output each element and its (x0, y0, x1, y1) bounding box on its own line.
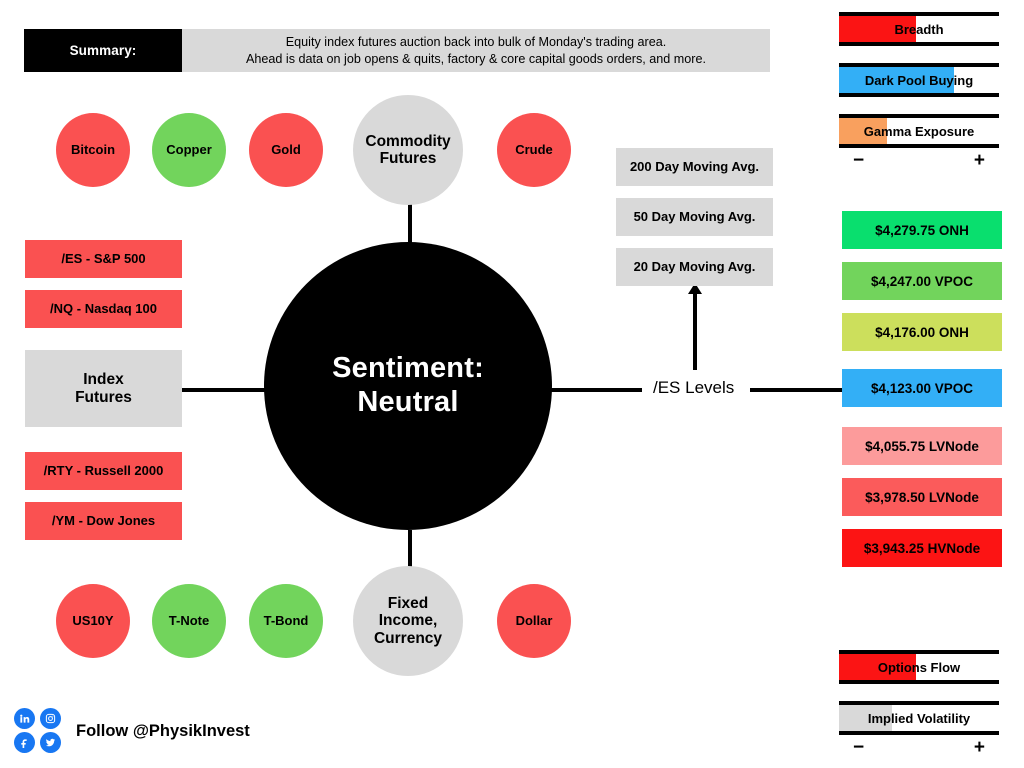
gauge-options-flow[interactable]: Options Flow (839, 650, 999, 684)
pill-ym-dowjones-label: /YM - Dow Jones (51, 512, 156, 528)
index-futures-line-1: Index (83, 370, 124, 388)
level-4123-00-vpoc-label: $4,123.00 VPOC (870, 380, 974, 396)
gauge-implied-volatility-label: Implied Volatility (867, 710, 971, 726)
gauge-scale-top-max: + (973, 150, 985, 171)
level-3978-50-lvnode-label: $3,978.50 LVNode (865, 489, 979, 505)
es-levels-label: /ES Levels (653, 378, 735, 397)
node-us10y: US10Y (56, 584, 130, 658)
twitter-icon[interactable] (40, 732, 61, 753)
level-3978-50-lvnode: $3,978.50 LVNode (842, 478, 1002, 516)
connector-es-levels-to-moving-averages (693, 290, 697, 370)
level-4123-00-vpoc: $4,123.00 VPOC (842, 369, 1002, 407)
level-3943-25-hvnode-label: $3,943.25 HVNode (863, 540, 981, 556)
connector-commodity-to-center (408, 196, 412, 266)
connector-index-futures-to-center (181, 388, 271, 392)
social-links (14, 708, 66, 756)
node-t-note-label: T-Note (168, 612, 210, 628)
pill-nq-nasdaq100: /NQ - Nasdaq 100 (25, 290, 182, 328)
pill-nq-nasdaq100-label: /NQ - Nasdaq 100 (50, 300, 157, 316)
pill-50-day-moving-avg: 50 Day Moving Avg. (616, 198, 773, 236)
pill-es-sp500-label: /ES - S&P 500 (61, 250, 146, 266)
node-bitcoin: Bitcoin (56, 113, 130, 187)
pill-rty-russell2000: /RTY - Russell 2000 (25, 452, 182, 490)
instagram-icon[interactable] (40, 708, 61, 729)
node-copper: Copper (152, 113, 226, 187)
pill-rty-russell2000-label: /RTY - Russell 2000 (43, 462, 164, 478)
gauge-gamma-exposure-label: Gamma Exposure (863, 123, 975, 139)
level-4247-00-vpoc-label: $4,247.00 VPOC (870, 273, 974, 289)
pill-50-day-moving-avg-label: 50 Day Moving Avg. (633, 208, 756, 224)
summary-bar: Summary: Equity index futures auction ba… (24, 29, 770, 72)
sentiment-line-1: Sentiment: (332, 352, 484, 385)
pill-20-day-moving-avg-label: 20 Day Moving Avg. (633, 258, 756, 274)
gauge-gamma-exposure-fill (839, 118, 887, 144)
node-crude: Crude (497, 113, 571, 187)
pill-ym-dowjones: /YM - Dow Jones (25, 502, 182, 540)
level-3943-25-hvnode: $3,943.25 HVNode (842, 529, 1002, 567)
follow-text: Follow @PhysikInvest (76, 722, 250, 740)
node-commodity-futures: Commodity Futures (353, 95, 463, 205)
fixed-income-hub-line-2: Income, (378, 612, 438, 630)
level-4247-00-vpoc: $4,247.00 VPOC (842, 262, 1002, 300)
connector-es-levels-to-price-levels (750, 388, 842, 392)
connector-center-to-fixed-income (408, 530, 412, 594)
index-futures-line-2: Futures (75, 388, 132, 406)
gauge-dark-pool-buying[interactable]: Dark Pool Buying (839, 63, 999, 97)
level-4055-75-lvnode-label: $4,055.75 LVNode (865, 438, 979, 454)
summary-text: Equity index futures auction back into b… (182, 29, 770, 72)
gauge-scale-bottom-min: − (853, 737, 865, 758)
gauge-gamma-exposure[interactable]: Gamma Exposure (839, 114, 999, 148)
sentiment-line-2: Neutral (357, 386, 459, 418)
gauge-implied-volatility[interactable]: Implied Volatility (839, 701, 999, 735)
node-us10y-label: US10Y (72, 612, 114, 628)
facebook-icon[interactable] (14, 732, 35, 753)
node-gold: Gold (249, 113, 323, 187)
level-4176-00-onh: $4,176.00 ONH (842, 313, 1002, 351)
node-t-note: T-Note (152, 584, 226, 658)
pill-200-day-moving-avg-label: 200 Day Moving Avg. (629, 158, 760, 174)
gauge-breadth-fill (839, 16, 916, 42)
pill-20-day-moving-avg: 20 Day Moving Avg. (616, 248, 773, 286)
gauge-options-flow-label: Options Flow (877, 659, 961, 675)
node-index-futures: Index Futures (25, 350, 182, 427)
node-t-bond-label: T-Bond (263, 612, 309, 628)
level-4279-75-onh: $4,279.75 ONH (842, 211, 1002, 249)
gauge-scale-bottom: − + (839, 737, 999, 759)
level-4279-75-onh-label: $4,279.75 ONH (875, 222, 969, 238)
node-copper-label: Copper (166, 141, 212, 157)
commodity-hub-line-1: Commodity (365, 132, 451, 150)
node-crude-label: Crude (515, 141, 553, 157)
node-dollar-label: Dollar (515, 612, 553, 628)
fixed-income-hub-line-3: Currency (373, 629, 443, 647)
pill-es-sp500: /ES - S&P 500 (25, 240, 182, 278)
gauge-breadth[interactable]: Breadth (839, 12, 999, 46)
level-4176-00-onh-label: $4,176.00 ONH (875, 324, 969, 340)
node-bitcoin-label: Bitcoin (70, 141, 116, 157)
node-fixed-income-currency: Fixed Income, Currency (353, 566, 463, 676)
gauge-dark-pool-buying-fill (839, 67, 955, 93)
summary-label: Summary: (24, 29, 182, 72)
node-gold-label: Gold (271, 141, 301, 157)
connector-center-to-es-levels (546, 388, 642, 392)
gauge-scale-top: − + (839, 150, 999, 172)
gauge-breadth-label: Breadth (894, 21, 944, 37)
arrow-up-icon (688, 283, 702, 294)
linkedin-icon[interactable] (14, 708, 35, 729)
pill-200-day-moving-avg: 200 Day Moving Avg. (616, 148, 773, 186)
gauge-implied-volatility-fill (839, 705, 892, 731)
commodity-hub-line-2: Futures (379, 150, 437, 167)
gauge-scale-bottom-max: + (973, 737, 985, 758)
sentiment-node: Sentiment: Neutral (264, 242, 552, 530)
level-4055-75-lvnode: $4,055.75 LVNode (842, 427, 1002, 465)
gauge-dark-pool-buying-label: Dark Pool Buying (864, 72, 974, 88)
gauge-options-flow-fill (839, 654, 916, 680)
node-t-bond: T-Bond (249, 584, 323, 658)
summary-line-1: Equity index futures auction back into b… (285, 34, 667, 49)
node-dollar: Dollar (497, 584, 571, 658)
fixed-income-hub-line-1: Fixed (387, 594, 429, 612)
summary-line-2: Ahead is data on job opens & quits, fact… (246, 51, 706, 66)
gauge-scale-top-min: − (853, 150, 865, 171)
